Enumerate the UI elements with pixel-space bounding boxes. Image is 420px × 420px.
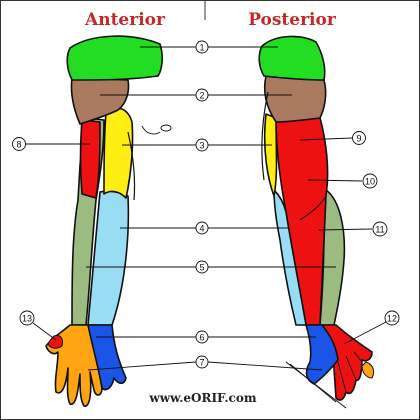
leader-lines xyxy=(26,46,387,409)
label-bubble-8 xyxy=(12,137,26,151)
leader-11 xyxy=(317,228,373,231)
label-bubble-9 xyxy=(352,131,366,145)
label-9: 9 xyxy=(356,133,361,143)
label-bubble-1 xyxy=(195,40,209,54)
anterior-region-green xyxy=(66,35,163,81)
label-12: 12 xyxy=(387,313,397,323)
leader-7-right-c xyxy=(289,363,337,403)
label-7: 7 xyxy=(199,357,204,367)
label-bubble-11 xyxy=(372,221,388,237)
anterior-nerve-line xyxy=(127,131,136,201)
label-10: 10 xyxy=(365,176,375,186)
label-5: 5 xyxy=(199,262,204,272)
leader-12 xyxy=(343,321,387,345)
label-6: 6 xyxy=(199,332,204,342)
title-anterior: Anterior xyxy=(84,10,166,30)
label-bubbles: 1 2 3 4 5 6 7 8 9 10 11 12 13 xyxy=(12,40,400,369)
label-13: 13 xyxy=(22,313,32,323)
posterior-arm xyxy=(258,35,375,401)
label-bubble-5 xyxy=(195,260,209,274)
title-posterior: Posterior xyxy=(248,10,337,30)
label-bubble-4 xyxy=(195,221,209,235)
label-bubble-12 xyxy=(384,310,400,326)
label-1: 1 xyxy=(199,42,204,52)
label-11: 11 xyxy=(375,224,384,234)
leader-13 xyxy=(32,322,57,341)
posterior-region-brown xyxy=(263,75,327,123)
elbow-crease-sketch xyxy=(141,125,161,135)
label-bubble-2 xyxy=(195,88,209,102)
elbow-oval-sketch xyxy=(160,124,172,132)
anterior-region-red xyxy=(79,119,101,199)
anterior-thumb-red xyxy=(47,335,63,349)
anterior-hand-blue xyxy=(87,324,127,391)
posterior-finger-lines xyxy=(337,351,363,393)
label-4: 4 xyxy=(199,223,204,233)
posterior-region-green xyxy=(258,35,326,81)
anterior-region-yellow xyxy=(103,107,134,199)
label-bubble-6 xyxy=(195,330,209,344)
posterior-nerve-line-left xyxy=(261,91,269,181)
posterior-nerve-line-right xyxy=(299,195,327,221)
leader-9 xyxy=(299,137,353,141)
label-2: 2 xyxy=(199,90,204,100)
label-bubble-3 xyxy=(195,138,209,152)
leader-10 xyxy=(307,179,363,182)
site-credit: www.eORIF.com xyxy=(148,391,256,405)
anterior-arm xyxy=(45,35,172,407)
label-8: 8 xyxy=(16,139,21,149)
posterior-hand-orange xyxy=(361,361,375,379)
label-bubble-10 xyxy=(362,173,378,189)
leader-7-left xyxy=(87,361,197,371)
label-bubble-7 xyxy=(195,355,209,369)
label-bubble-13 xyxy=(19,310,35,326)
leader-7-right-a xyxy=(207,361,323,371)
anterior-region-brown xyxy=(70,77,130,125)
label-3: 3 xyxy=(199,140,204,150)
